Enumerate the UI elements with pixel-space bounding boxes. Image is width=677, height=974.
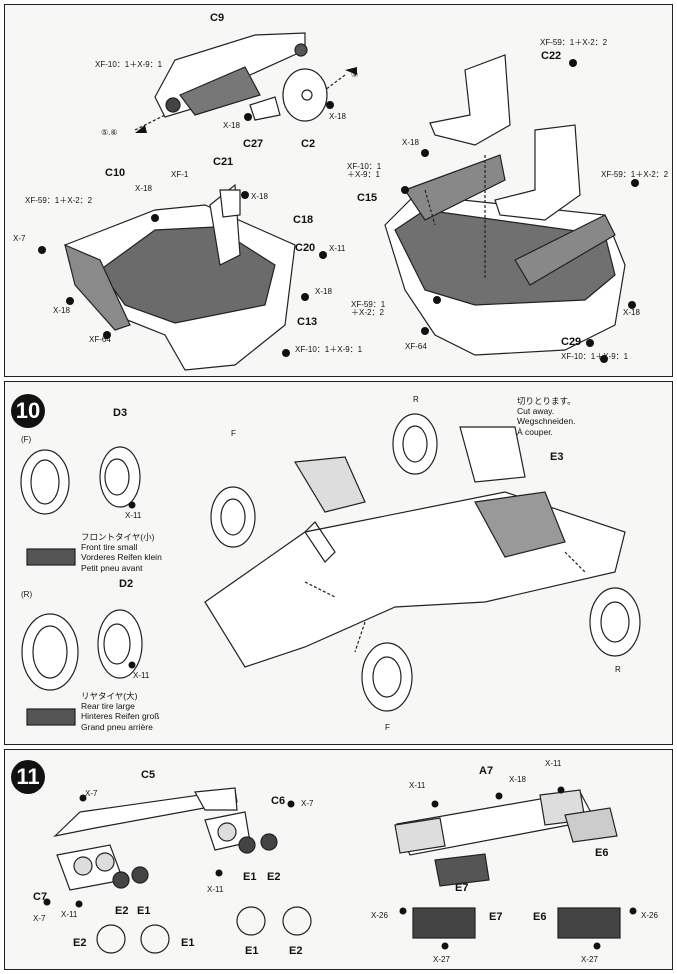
screw-label: X-11 xyxy=(329,244,346,253)
screw-label: X-18 xyxy=(315,287,332,296)
part-e2: E2 xyxy=(73,937,87,949)
screw-label: XF-59：1＋X-2：2 xyxy=(25,196,93,205)
part-c22: C22 xyxy=(541,50,562,62)
part-a7: A7 xyxy=(479,765,494,777)
screw-label: X-7 xyxy=(33,914,46,923)
screw-label: XF-64 xyxy=(405,342,427,351)
wheel-rear-tag: R xyxy=(413,395,419,404)
screw-label: X-7 xyxy=(85,789,98,798)
part-c5: C5 xyxy=(141,769,156,781)
part-e6: E6 xyxy=(595,847,609,859)
screw-label: X-18 xyxy=(329,112,346,121)
wheel-rear-tag: R xyxy=(615,665,621,674)
screw-label: X-18 xyxy=(251,192,268,201)
part-c27: C27 xyxy=(243,138,264,150)
part-e1: E1 xyxy=(137,905,151,917)
screw-label: X-11 xyxy=(61,910,78,919)
part-e2: E2 xyxy=(115,905,129,917)
front-tag: (F) xyxy=(21,435,32,444)
step10-panel: 10 xyxy=(4,381,673,745)
screw-label: X-7 xyxy=(13,234,26,243)
part-e2: E2 xyxy=(267,871,281,883)
screw-label: X-18 xyxy=(135,184,152,193)
part-c10: C10 xyxy=(105,167,126,179)
step11-drawing xyxy=(43,786,637,954)
part-d3: D3 xyxy=(113,407,128,419)
part-e6: E6 xyxy=(533,911,547,923)
step11-panel: 11 xyxy=(4,749,673,970)
screw-label: XF-1 xyxy=(171,170,189,179)
part-c13: C13 xyxy=(297,316,318,328)
screw-label: X-11 xyxy=(133,671,150,680)
part-e1: E1 xyxy=(181,937,195,949)
screw-label: X-26 xyxy=(371,911,388,920)
part-e1: E1 xyxy=(245,945,259,957)
circled-marker: ⑨ xyxy=(351,70,359,79)
circled-marker: ⑤.⑥ xyxy=(101,128,118,137)
screw-label: X-18 xyxy=(402,138,419,147)
screw-label: X-18 xyxy=(223,121,240,130)
screw-label: XF-59：1＋X-2：2 xyxy=(601,170,669,179)
part-c15: C15 xyxy=(357,192,378,204)
part-e3: E3 xyxy=(550,451,564,463)
wheel-front-tag: F xyxy=(231,429,236,438)
part-e2: E2 xyxy=(289,945,303,957)
part-c9: C9 xyxy=(210,12,225,24)
screw-label: X-11 xyxy=(125,511,142,520)
rear-tire-note: リヤタイヤ(大) Rear tire large Hinteres Reifen… xyxy=(81,691,160,732)
part-c2: C2 xyxy=(301,138,316,150)
part-e1: E1 xyxy=(243,871,257,883)
screw-label: X-7 xyxy=(301,799,314,808)
screw-label: XF-59：1 ＋X-2：2 xyxy=(351,300,386,317)
screw-label: XF-10：1＋X-9：1 xyxy=(561,352,629,361)
part-c18: C18 xyxy=(293,214,314,226)
front-tire-note: フロントタイヤ(小) Front tire small Vorderes Rei… xyxy=(81,532,162,573)
wheel-front-tag: F xyxy=(385,723,390,732)
screw-label: X-27 xyxy=(433,955,450,964)
part-d2: D2 xyxy=(119,578,134,590)
screw-label: X-18 xyxy=(53,306,70,315)
part-c20: C20 xyxy=(295,242,316,254)
screw-label: X-18 xyxy=(623,308,640,317)
screw-label: X-11 xyxy=(207,885,224,894)
screw-label: X-26 xyxy=(641,911,658,920)
screw-label: XF-10：1＋X-9：1 xyxy=(295,345,363,354)
part-e7: E7 xyxy=(489,911,503,923)
step10-drawing xyxy=(20,413,641,726)
screw-label: X-11 xyxy=(409,781,426,790)
rear-tag: (R) xyxy=(21,590,33,599)
screw-label: XF-10：1 ＋X-9：1 xyxy=(347,162,382,179)
screw-label: XF-59：1＋X-2：2 xyxy=(540,38,608,47)
screw-label: X-18 xyxy=(509,775,526,784)
part-c29: C29 xyxy=(561,336,582,348)
screw-label: X-11 xyxy=(545,759,562,768)
step-number: 10 xyxy=(11,394,45,428)
part-c21: C21 xyxy=(213,156,234,168)
screw-label: XF-64 xyxy=(89,335,111,344)
step9-drawing xyxy=(38,32,639,371)
cut-away-note: 切りとります。 Cut away. Wegschneiden. À couper… xyxy=(517,396,576,437)
screw-label: X-27 xyxy=(581,955,598,964)
step9-panel: C9 XF-10：1＋X-9：1 ⑨ X-18 X-18 ⑤.⑥ C27 C2 … xyxy=(4,4,673,377)
step-number: 11 xyxy=(11,760,45,794)
part-c7: C7 xyxy=(33,891,48,903)
part-c6: C6 xyxy=(271,795,286,807)
screw-label: XF-10：1＋X-9：1 xyxy=(95,60,163,69)
part-e7: E7 xyxy=(455,882,469,894)
